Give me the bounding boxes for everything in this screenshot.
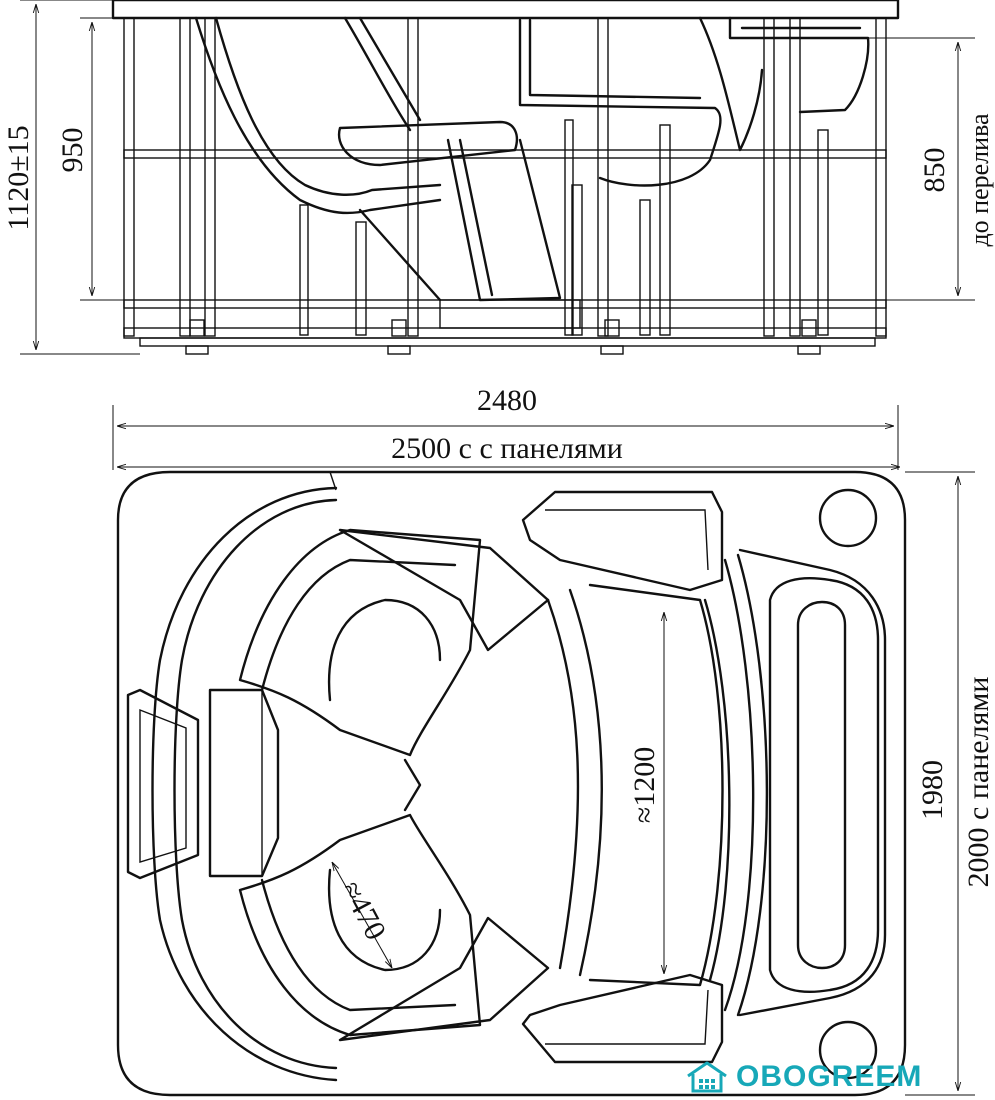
top-view <box>116 470 907 1097</box>
brand-logo: OBOGREEM <box>684 1058 984 1096</box>
dim-seat-width: ≈470 <box>334 876 392 946</box>
frame-posts <box>123 17 887 337</box>
side-dimensions: 1120±15 950 850 до перелива <box>2 0 994 355</box>
corner-drain-top <box>818 488 878 548</box>
right-seat-recess <box>796 600 847 970</box>
corner-drain-bottom <box>818 1020 878 1080</box>
headrest-pillow <box>126 688 200 880</box>
dim-height-950: 950 <box>56 128 89 173</box>
house-icon <box>687 1061 727 1093</box>
dim-length-2480: 2480 <box>477 384 537 417</box>
dim-length-panels: 2500 с с панелями <box>391 432 623 465</box>
dim-width-1980: 1980 <box>916 760 949 820</box>
top-dimensions: 2480 2500 с с панелями 1980 2000 с панел… <box>112 384 995 1096</box>
dim-overflow-note: до перелива <box>965 113 994 247</box>
dim-height-850: 850 <box>918 148 951 193</box>
dim-seat-length: ≈1200 <box>628 747 661 823</box>
brand-name: OBOGREEM <box>736 1060 923 1093</box>
dim-total-height: 1120±15 <box>2 125 35 230</box>
side-view <box>111 0 900 355</box>
dim-width-panels: 2000 с панелями <box>962 677 995 888</box>
feet <box>185 319 821 355</box>
